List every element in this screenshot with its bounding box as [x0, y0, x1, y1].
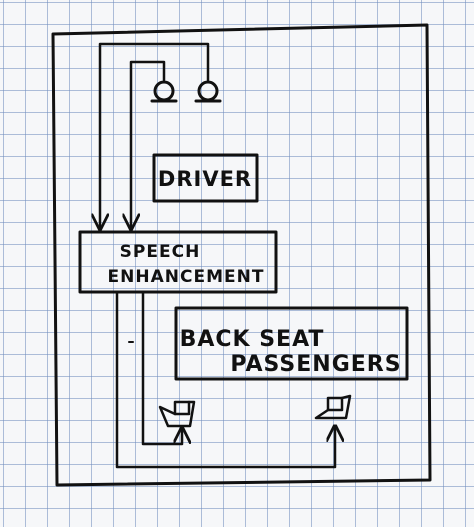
speaker-icon-left — [158, 400, 196, 428]
microphone-icon-right — [194, 80, 222, 103]
wire-speech-to-left-speaker — [141, 290, 182, 446]
speaker-icon-right — [314, 394, 352, 420]
speech-enhancement-label-line1: SPEECH — [120, 242, 201, 262]
backseat-passengers-box — [174, 306, 409, 381]
backseat-passengers-label-line1: BACK SEAT — [180, 327, 325, 352]
driver-label: DRIVER — [158, 167, 252, 191]
speech-enhancement-label-line2: ENHANCEMENT — [108, 267, 265, 287]
wire-mic-left-to-speech — [131, 60, 166, 229]
microphone-icon-left — [150, 80, 178, 103]
speech-enhancement-box — [78, 230, 278, 294]
wire-speech-to-right-speaker — [115, 290, 335, 469]
wire-mic-right-to-speech — [100, 42, 210, 229]
car-outline — [51, 23, 432, 487]
backseat-passengers-label-line2: PASSENGERS — [230, 352, 401, 377]
driver-box — [152, 153, 259, 203]
